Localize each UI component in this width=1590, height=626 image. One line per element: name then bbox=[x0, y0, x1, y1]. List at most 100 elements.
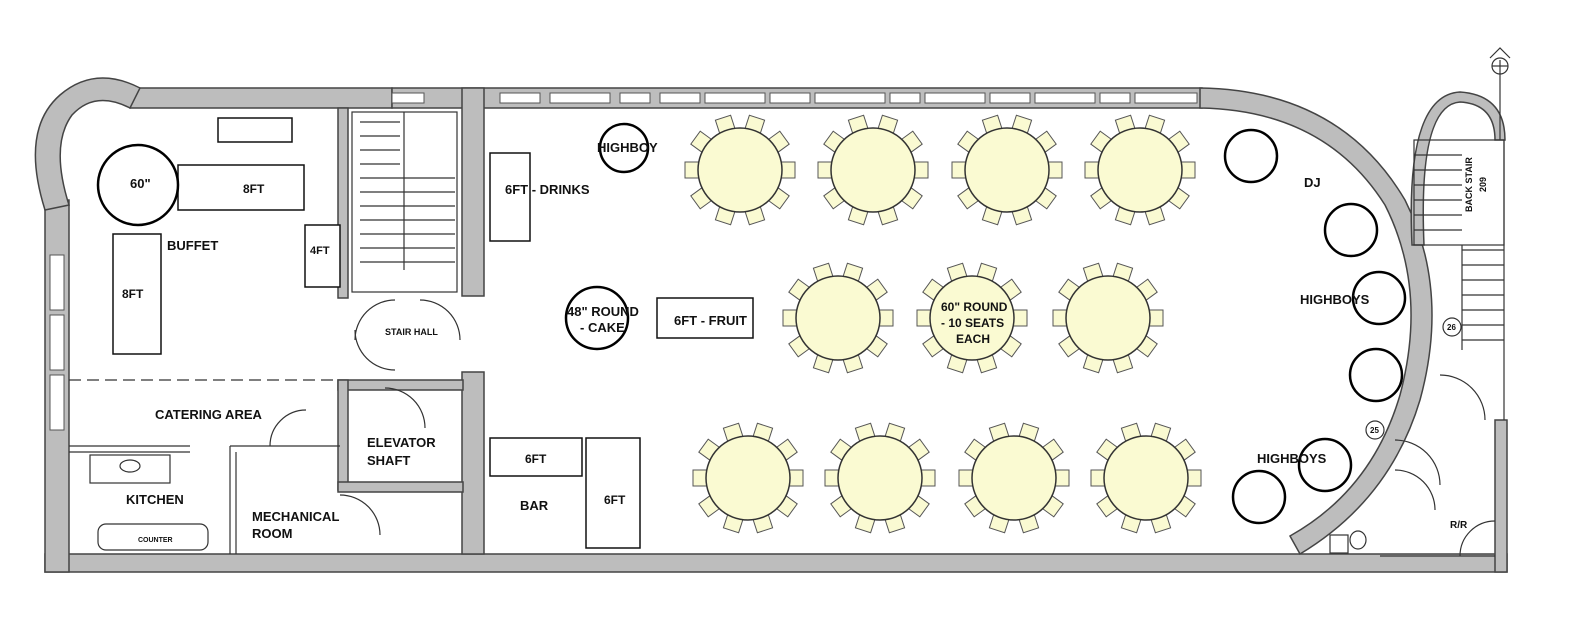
chair bbox=[958, 469, 974, 487]
chair bbox=[878, 309, 894, 327]
round-table-3 bbox=[951, 114, 1063, 226]
round-table-4 bbox=[1084, 114, 1196, 226]
label-back-stair: BACK STAIR bbox=[1464, 157, 1474, 212]
interior-walls bbox=[49, 47, 1511, 557]
round-table-8 bbox=[692, 422, 804, 534]
buffet-8ft-table-horizontal bbox=[177, 164, 305, 211]
round-table-10 bbox=[958, 422, 1070, 534]
round-table-2 bbox=[817, 114, 929, 226]
highboy-5 bbox=[1297, 437, 1353, 493]
buffet-8ft-table-vertical bbox=[112, 233, 162, 355]
round-tables bbox=[684, 114, 1202, 534]
round-table-5 bbox=[782, 262, 894, 374]
chair bbox=[1052, 309, 1068, 327]
door-tag-26 bbox=[1442, 317, 1462, 337]
label-highboys-mid: HIGHBOYS bbox=[1300, 292, 1370, 307]
round-table-7 bbox=[1052, 262, 1164, 374]
labels: HIGHBOY 6FT - DRINKS 60" 8FT BUFFET 8FT … bbox=[122, 140, 1488, 544]
chair bbox=[1084, 161, 1100, 179]
chair bbox=[780, 161, 796, 179]
chair bbox=[817, 161, 833, 179]
label-elevator-1: ELEVATOR bbox=[367, 435, 436, 450]
label-round-3: EACH bbox=[956, 332, 990, 346]
cake-48-round-table bbox=[564, 285, 630, 351]
round-table-top bbox=[964, 127, 1050, 213]
highboy-top bbox=[598, 122, 650, 174]
chair bbox=[1047, 161, 1063, 179]
label-fruit: 6FT - FRUIT bbox=[674, 313, 747, 328]
chair bbox=[920, 469, 936, 487]
chair bbox=[951, 161, 967, 179]
round-table-top bbox=[971, 435, 1057, 521]
label-mech-2: ROOM bbox=[252, 526, 292, 541]
chair bbox=[782, 309, 798, 327]
chair bbox=[824, 469, 840, 487]
label-4ft: 4FT bbox=[310, 245, 330, 257]
label-round-1: 60" ROUND bbox=[941, 300, 1008, 314]
kitchen-pass-table bbox=[217, 117, 293, 143]
label-back-stair-num: 209 bbox=[1478, 177, 1488, 192]
round-table-6 bbox=[916, 262, 1028, 374]
highboy-6 bbox=[1231, 469, 1287, 525]
bar-6ft-table-horizontal bbox=[489, 437, 583, 477]
round-table-top bbox=[1103, 435, 1189, 521]
fruit-table bbox=[656, 297, 754, 339]
round-table-top bbox=[837, 435, 923, 521]
label-counter: COUNTER bbox=[138, 537, 173, 544]
round-table-top bbox=[705, 435, 791, 521]
chair bbox=[692, 469, 708, 487]
drinks-table bbox=[489, 152, 531, 242]
round-table-top bbox=[697, 127, 783, 213]
chair bbox=[1148, 309, 1164, 327]
back-stair bbox=[1410, 60, 1506, 420]
label-highboy: HIGHBOY bbox=[597, 140, 658, 155]
highboy-3 bbox=[1351, 270, 1407, 326]
label-door-26: 26 bbox=[1447, 323, 1456, 332]
round-table-top bbox=[929, 275, 1015, 361]
buffet-4ft-table bbox=[304, 224, 341, 288]
round-table-top bbox=[1065, 275, 1151, 361]
chair bbox=[788, 469, 804, 487]
label-kitchen: KITCHEN bbox=[126, 492, 184, 507]
chair bbox=[684, 161, 700, 179]
label-cake-2: - CAKE bbox=[580, 320, 625, 335]
top-windows bbox=[391, 92, 1198, 104]
chair bbox=[916, 309, 932, 327]
round-table-9 bbox=[824, 422, 936, 534]
chair bbox=[1180, 161, 1196, 179]
highboy-2 bbox=[1323, 202, 1379, 258]
round-table-top bbox=[1097, 127, 1183, 213]
label-bar-6ft-b: 6FT bbox=[604, 493, 626, 507]
chair bbox=[1090, 469, 1106, 487]
outer-walls bbox=[34, 77, 1508, 573]
label-elevator-2: SHAFT bbox=[367, 453, 410, 468]
chair bbox=[1054, 469, 1070, 487]
chair bbox=[913, 161, 929, 179]
round-table-1 bbox=[684, 114, 796, 226]
bar-6ft-table-vertical bbox=[585, 437, 641, 549]
label-buffet: BUFFET bbox=[167, 238, 218, 253]
round-table-11 bbox=[1090, 422, 1202, 534]
label-round-2: - 10 SEATS bbox=[941, 316, 1004, 330]
label-8ft-b: 8FT bbox=[122, 287, 144, 301]
label-cake-1: 48" ROUND bbox=[567, 304, 639, 319]
chair bbox=[1012, 309, 1028, 327]
highboy-1 bbox=[1223, 128, 1279, 184]
label-drinks: 6FT - DRINKS bbox=[505, 182, 590, 197]
label-bar: BAR bbox=[520, 498, 549, 513]
label-door-25: 25 bbox=[1370, 426, 1379, 435]
label-bar-6ft-a: 6FT bbox=[525, 452, 547, 466]
round-table-top bbox=[795, 275, 881, 361]
label-stair-hall: STAIR HALL bbox=[385, 327, 438, 337]
label-catering: CATERING AREA bbox=[155, 407, 263, 422]
rect-tables bbox=[112, 117, 754, 549]
label-rr: R/R bbox=[1450, 520, 1468, 531]
label-dj: DJ bbox=[1304, 175, 1321, 190]
round-table-top bbox=[830, 127, 916, 213]
main-stair bbox=[351, 111, 458, 293]
highboys bbox=[598, 122, 1407, 525]
buffet-60-round-table bbox=[96, 143, 180, 227]
label-mech-1: MECHANICAL bbox=[252, 509, 339, 524]
label-60: 60" bbox=[130, 176, 151, 191]
